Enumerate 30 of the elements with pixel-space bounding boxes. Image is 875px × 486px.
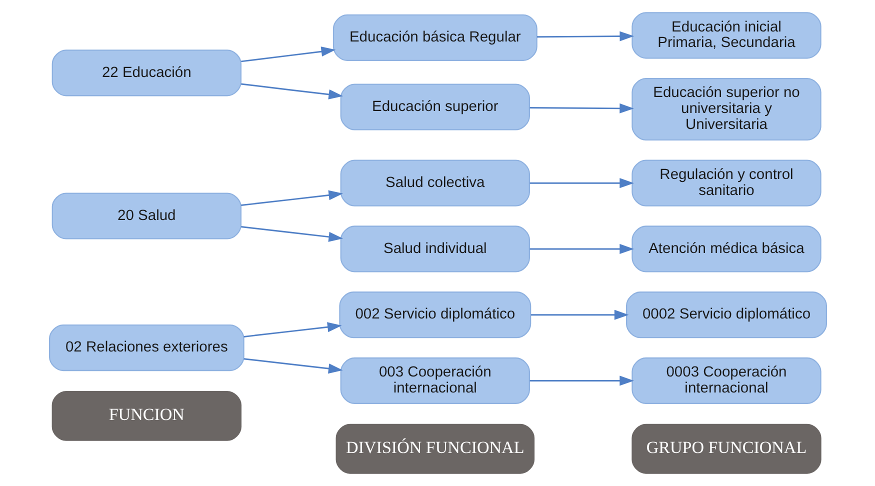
arrow [240, 83, 343, 100]
arrow [536, 31, 634, 42]
arrow [529, 376, 634, 386]
node-box: 0003 Cooperación internacional [631, 357, 821, 404]
arrow [529, 103, 634, 114]
node-box: Salud individual [340, 226, 530, 272]
arrow [243, 358, 342, 374]
node-box: Regulación y control sanitario [631, 160, 821, 206]
arrow [240, 226, 343, 242]
node-box: 003 Cooperación internacional [340, 357, 530, 404]
node-box: Educación superior [340, 84, 530, 130]
node-box: 0002 Servicio diplomático [625, 292, 827, 338]
node-box: Salud colectiva [340, 160, 530, 206]
node-box: Educación básica Regular [332, 14, 537, 61]
node-box: 02 Relaciones exteriores [48, 324, 244, 372]
arrow [240, 190, 343, 206]
node-box: 22 Educación [51, 50, 241, 96]
node-box: Atención médica básica [631, 226, 821, 272]
node-box: DIVISIÓN FUNCIONAL [335, 424, 534, 474]
node-box: Educación superior no universitaria y Universitaria [631, 78, 821, 140]
arrow [530, 310, 628, 320]
arrow [529, 178, 634, 188]
node-box: GRUPO FUNCIONAL [631, 424, 821, 474]
arrow [529, 244, 634, 254]
arrow [240, 46, 336, 62]
node-box: 20 Salud [51, 192, 241, 240]
node-box: 002 Servicio diplomático [338, 292, 531, 338]
node-box: Educación inicial Primaria, Secundaria [631, 12, 821, 59]
arrow [243, 322, 342, 338]
node-box: FUNCION [51, 390, 241, 441]
